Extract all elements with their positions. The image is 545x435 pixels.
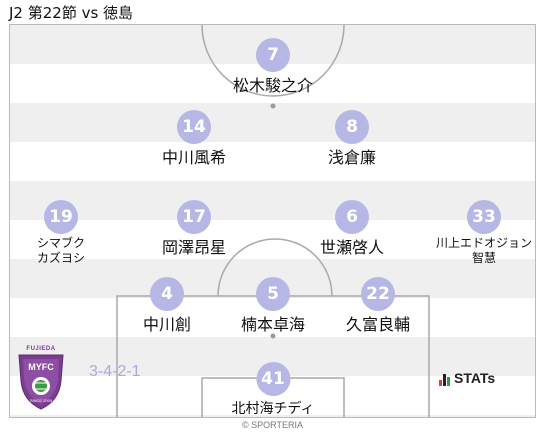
player-22[interactable]: 22 久富良輔 bbox=[346, 277, 410, 334]
player-41[interactable]: 41 北村海チディ bbox=[231, 362, 315, 417]
player-number: 4 bbox=[149, 277, 184, 311]
player-name: 松木駿之介 bbox=[232, 76, 314, 95]
player-number: 22 bbox=[360, 277, 395, 311]
player-name: 中川創 bbox=[142, 315, 192, 334]
match-title: J2 第22節 vs 徳島 bbox=[9, 4, 134, 22]
svg-text:SINCE 2009: SINCE 2009 bbox=[30, 398, 53, 403]
player-name: 世瀬啓人 bbox=[319, 238, 385, 257]
formation-label: 3-4-2-1 bbox=[89, 363, 141, 380]
player-19[interactable]: 19 シマブク カズヨシ bbox=[37, 200, 85, 266]
player-name-line: 川上エドオジョン bbox=[435, 236, 533, 250]
player-5[interactable]: 5 楠本卓海 bbox=[241, 277, 305, 334]
player-7[interactable]: 7 松木駿之介 bbox=[233, 38, 313, 95]
stats-logo: STATs bbox=[439, 370, 495, 386]
player-33[interactable]: 33 川上エドオジョン 智慧 bbox=[436, 200, 532, 266]
player-name: 岡澤昂星 bbox=[161, 238, 227, 257]
player-name: 川上エドオジョン 智慧 bbox=[436, 236, 532, 266]
stats-bars-icon bbox=[439, 374, 451, 386]
player-name: シマブク カズヨシ bbox=[37, 236, 85, 266]
player-number: 17 bbox=[176, 200, 211, 234]
player-number: 33 bbox=[466, 200, 501, 234]
player-4[interactable]: 4 中川創 bbox=[143, 277, 191, 334]
player-17[interactable]: 17 岡澤昂星 bbox=[162, 200, 226, 257]
player-name-line: カズヨシ bbox=[36, 251, 86, 265]
player-6[interactable]: 6 世瀬啓人 bbox=[320, 200, 384, 257]
player-number: 41 bbox=[256, 362, 290, 396]
player-name: 久富良輔 bbox=[345, 315, 411, 334]
player-number: 19 bbox=[43, 200, 78, 234]
pitch: 7 松木駿之介 14 中川風希 8 浅倉廉 19 シマブク カズヨシ 17 岡澤… bbox=[9, 24, 536, 418]
player-name: 中川風希 bbox=[161, 148, 227, 167]
player-number: 14 bbox=[176, 110, 211, 144]
player-8[interactable]: 8 浅倉廉 bbox=[328, 110, 376, 167]
player-number: 5 bbox=[255, 277, 290, 311]
player-14[interactable]: 14 中川風希 bbox=[162, 110, 226, 167]
player-name-line: シマブク bbox=[36, 236, 86, 250]
club-emblem-icon: FUJIEDA MYFC SINCE 2009 bbox=[18, 346, 64, 410]
copyright-credit: © SPORTERIA bbox=[242, 420, 303, 430]
player-number: 8 bbox=[334, 110, 369, 144]
svg-text:FUJIEDA: FUJIEDA bbox=[26, 346, 55, 352]
player-number: 7 bbox=[255, 38, 290, 72]
stats-logo-text: STATs bbox=[454, 370, 496, 386]
svg-text:MYFC: MYFC bbox=[28, 362, 54, 372]
player-name: 北村海チディ bbox=[231, 401, 315, 417]
player-name-line: 智慧 bbox=[471, 251, 497, 265]
player-name: 楠本卓海 bbox=[240, 315, 306, 334]
player-name: 浅倉廉 bbox=[327, 148, 377, 167]
player-number: 6 bbox=[334, 200, 369, 234]
